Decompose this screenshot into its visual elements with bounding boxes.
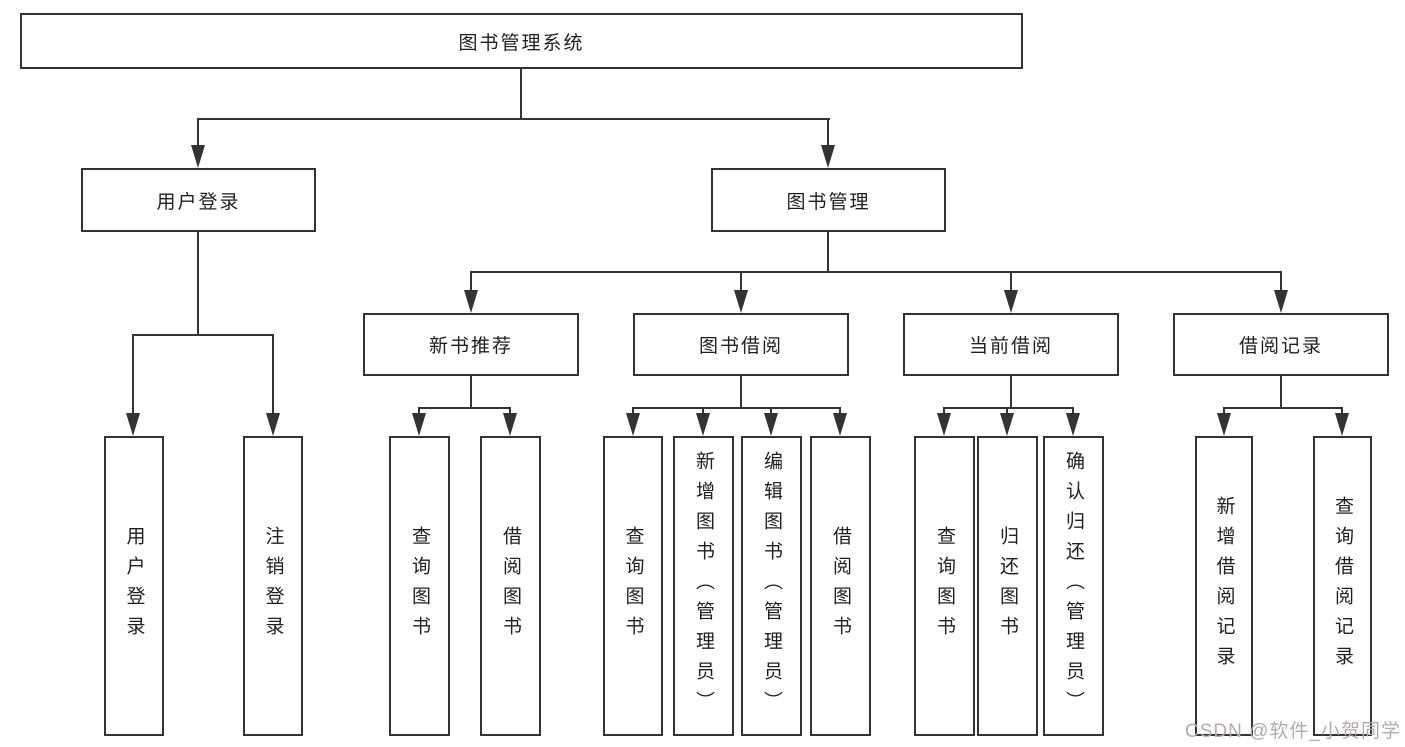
node-label: 借阅记录 xyxy=(1238,336,1323,357)
arrow-down-icon xyxy=(696,413,710,436)
connector-drop xyxy=(272,335,274,415)
leaf-return-books: 归还图书 xyxy=(977,436,1038,736)
leaf-borrow-books: 借阅图书 xyxy=(480,436,541,736)
connector-drop xyxy=(740,272,742,292)
node-label: 当前借阅 xyxy=(968,336,1053,357)
leaf-query-books: 查询图书 xyxy=(389,436,450,736)
node-book-borrowing: 图书借阅 xyxy=(633,313,849,376)
connector-split xyxy=(470,271,1282,273)
connector-drop xyxy=(827,119,829,147)
arrow-down-icon xyxy=(1066,413,1080,436)
connector-split xyxy=(1223,407,1343,409)
connector-drop xyxy=(1006,408,1008,415)
leaf-label: 查询图书 xyxy=(622,526,644,646)
leaf-label: 注销登录 xyxy=(262,526,284,646)
connector-drop xyxy=(1280,272,1282,292)
node-label: 图书管理 xyxy=(786,191,871,213)
leaf-label: 查询图书 xyxy=(934,526,955,646)
connector-stem xyxy=(1280,376,1282,408)
leaf-add-books-admin: 新增图书（管理员） xyxy=(673,436,734,736)
node-library-management-system: 图书管理系统 xyxy=(20,13,1023,69)
connector-drop xyxy=(132,335,134,415)
leaf-label: 借阅图书 xyxy=(830,526,851,646)
arrow-down-icon xyxy=(126,413,140,436)
connector-stem xyxy=(197,232,199,335)
leaf-label: 确认归还（管理员） xyxy=(1063,451,1084,721)
connector-drop xyxy=(509,408,511,415)
arrow-down-icon xyxy=(937,413,951,436)
leaf-query-books: 查询图书 xyxy=(914,436,975,736)
arrow-down-icon xyxy=(626,413,640,436)
node-user-login: 用户登录 xyxy=(81,168,316,232)
arrow-down-icon xyxy=(1000,413,1014,436)
arrow-down-icon xyxy=(503,413,517,436)
node-current-borrowing: 当前借阅 xyxy=(903,313,1119,376)
arrow-down-icon xyxy=(1004,290,1018,313)
connector-drop xyxy=(197,119,199,147)
connector-stem xyxy=(827,232,829,273)
connector-split xyxy=(418,407,511,409)
leaf-label: 归还图书 xyxy=(997,526,1018,646)
connector-split xyxy=(632,407,841,409)
node-label: 新书推荐 xyxy=(428,336,513,357)
leaf-edit-books-admin: 编辑图书（管理员） xyxy=(741,436,802,736)
connector-drop xyxy=(1072,408,1074,415)
arrow-down-icon xyxy=(1217,413,1231,436)
leaf-logout: 注销登录 xyxy=(243,436,303,736)
node-label: 图书借阅 xyxy=(698,336,783,357)
leaf-label: 借阅图书 xyxy=(500,526,521,646)
connector-drop xyxy=(770,408,772,415)
connector-root-stem xyxy=(520,69,522,119)
connector-stem xyxy=(470,376,472,408)
connector-split xyxy=(132,334,274,336)
arrow-down-icon xyxy=(764,413,778,436)
leaf-add-borrow-record: 新增借阅记录 xyxy=(1195,436,1253,736)
connector-split xyxy=(943,407,1074,409)
connector-stem xyxy=(1010,376,1012,408)
leaf-label: 用户登录 xyxy=(123,526,145,646)
leaf-user-login: 用户登录 xyxy=(104,436,164,736)
connector-drop xyxy=(1223,408,1225,415)
leaf-label: 查询借阅记录 xyxy=(1332,496,1353,676)
connector-root-split xyxy=(197,118,830,120)
leaf-borrow-books: 借阅图书 xyxy=(810,436,871,736)
arrow-down-icon xyxy=(266,413,280,436)
arrow-down-icon xyxy=(412,413,426,436)
leaf-confirm-return-admin: 确认归还（管理员） xyxy=(1043,436,1104,736)
connector-drop xyxy=(702,408,704,415)
arrow-down-icon xyxy=(1274,290,1288,313)
connector-drop xyxy=(632,408,634,415)
arrow-down-icon xyxy=(1335,413,1349,436)
connector-drop xyxy=(470,272,472,292)
connector-stem xyxy=(740,376,742,408)
node-borrowing-records: 借阅记录 xyxy=(1173,313,1389,376)
arrow-down-icon xyxy=(191,145,205,168)
arrow-down-icon xyxy=(734,290,748,313)
node-label: 图书管理系统 xyxy=(458,32,585,54)
connector-drop xyxy=(943,408,945,415)
leaf-query-books: 查询图书 xyxy=(603,436,663,736)
arrow-down-icon xyxy=(821,145,835,168)
node-book-management: 图书管理 xyxy=(711,168,946,232)
leaf-label: 查询图书 xyxy=(409,526,430,646)
leaf-query-borrow-record: 查询借阅记录 xyxy=(1313,436,1372,736)
leaf-label: 新增图书（管理员） xyxy=(693,451,714,721)
csdn-watermark: CSDN @软件_小贺同学 xyxy=(1185,721,1401,742)
connector-drop xyxy=(839,408,841,415)
arrow-down-icon xyxy=(833,413,847,436)
connector-drop xyxy=(1010,272,1012,292)
node-new-book-recommendation: 新书推荐 xyxy=(363,313,579,376)
leaf-label: 新增借阅记录 xyxy=(1213,496,1235,676)
connector-drop xyxy=(418,408,420,415)
leaf-label: 编辑图书（管理员） xyxy=(761,451,782,721)
connector-drop xyxy=(1341,408,1343,415)
node-label: 用户登录 xyxy=(156,191,241,213)
arrow-down-icon xyxy=(464,290,478,313)
